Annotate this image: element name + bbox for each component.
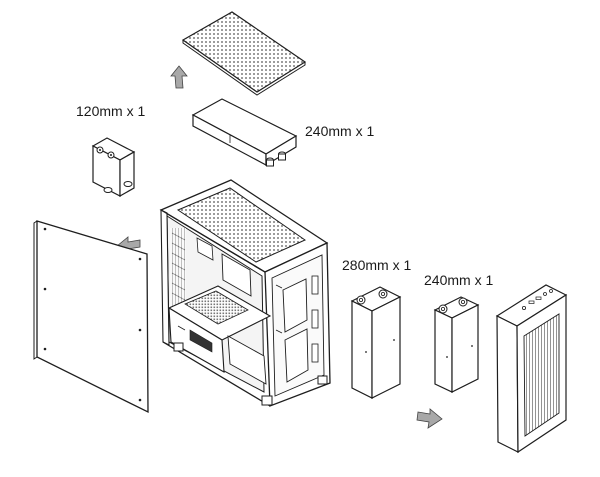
front-panel — [495, 284, 568, 454]
radiator-280-front — [350, 286, 402, 399]
up-arrow-icon — [170, 65, 188, 89]
front-io-ports — [522, 289, 553, 310]
radiator-240-top — [191, 98, 298, 167]
psu-shroud — [167, 285, 272, 385]
case-feet — [173, 342, 328, 406]
side-panel — [33, 220, 149, 414]
down-right-arrow-icon — [416, 408, 443, 429]
label-radiator-240-front: 240mm x 1 — [424, 272, 494, 288]
label-radiator-280-front: 280mm x 1 — [342, 257, 412, 273]
radiator-120 — [91, 137, 136, 198]
label-radiator-240-top: 240mm x 1 — [305, 123, 375, 139]
top-dust-filter — [181, 11, 307, 96]
label-radiator-120: 120mm x 1 — [76, 103, 146, 119]
radiator-240-front — [433, 296, 480, 393]
case-chassis — [159, 179, 331, 407]
expansion-slots — [170, 228, 186, 306]
